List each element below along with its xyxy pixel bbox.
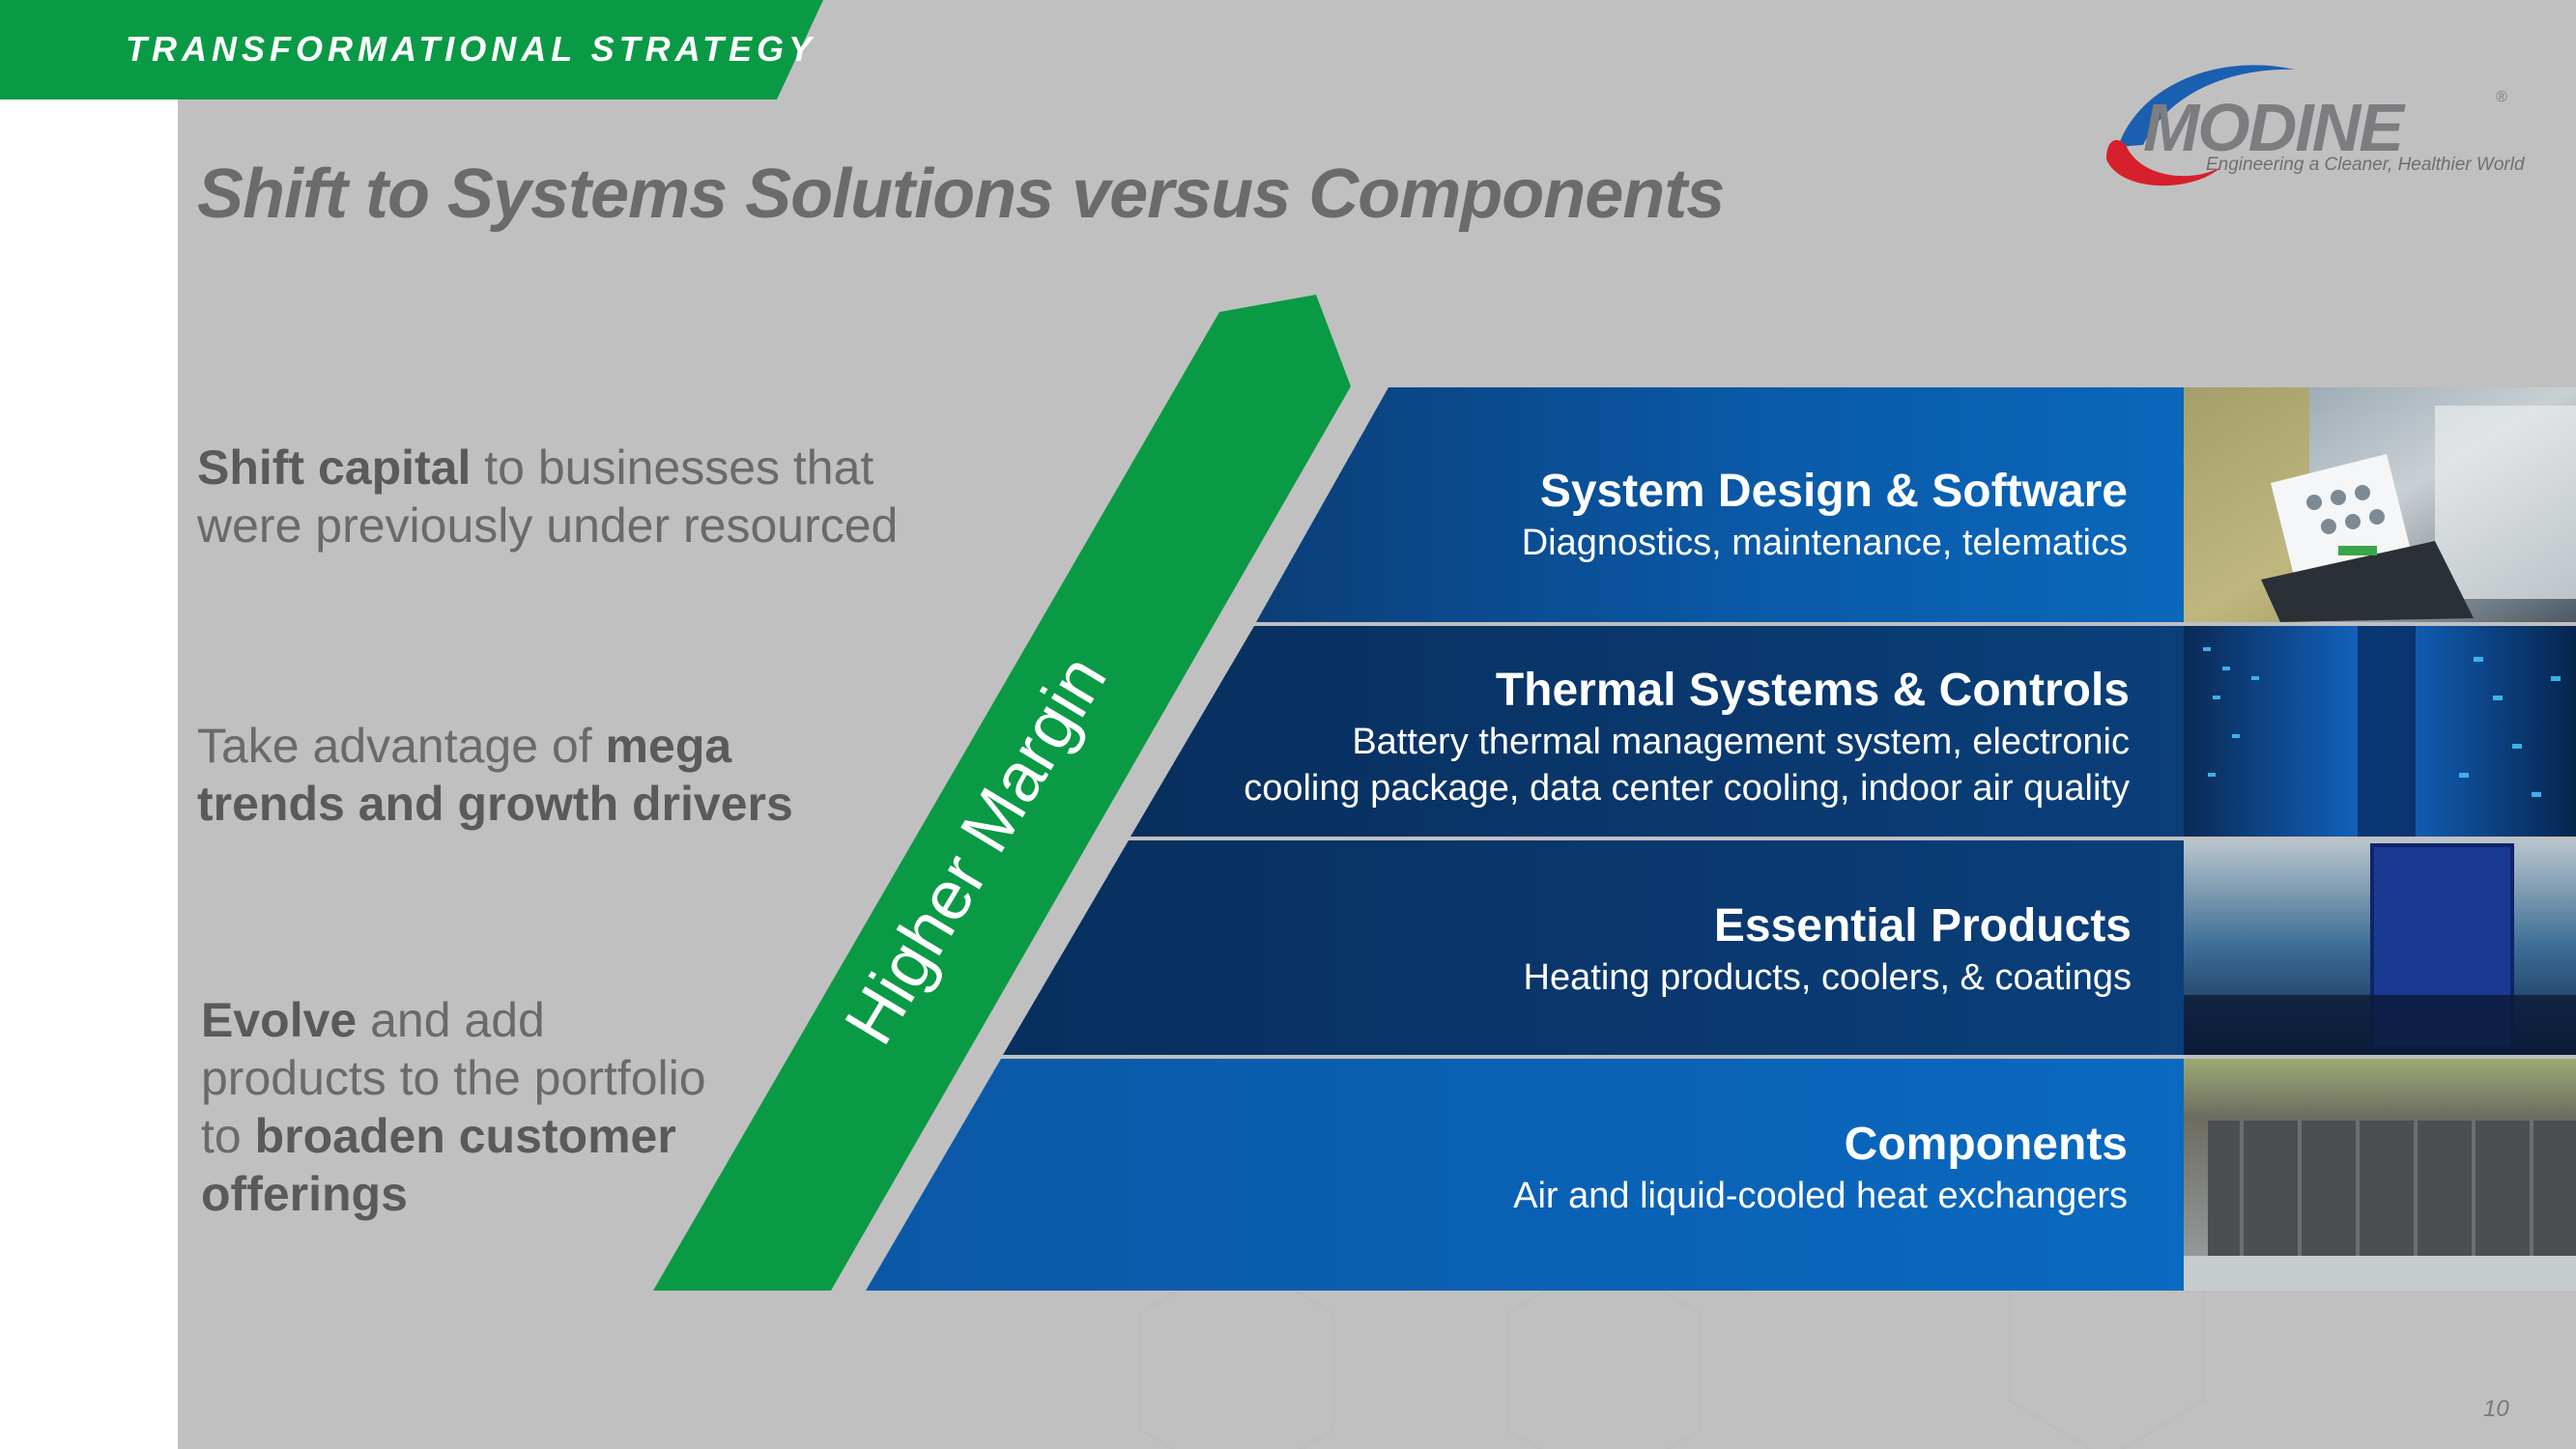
tier-band-components bbox=[866, 1059, 2184, 1291]
tier-system-design: System Design & Software Diagnostics, ma… bbox=[1522, 464, 2128, 566]
point-emphasis: broaden customer offerings bbox=[201, 1109, 676, 1221]
tier-subtitle: Air and liquid-cooled heat exchangers bbox=[1513, 1176, 2128, 1216]
tier-subtitle-line2: cooling package, data center cooling, in… bbox=[1244, 768, 2130, 809]
point-emphasis: Evolve bbox=[201, 993, 358, 1047]
section-label: TRANSFORMATIONAL STRATEGY bbox=[126, 29, 816, 69]
logo-tagline: Engineering a Cleaner, Healthier World bbox=[2206, 155, 2525, 175]
tier-title: Essential Products bbox=[1713, 900, 2132, 952]
heat-exchanger-unit-photo bbox=[2184, 1059, 2576, 1291]
strategy-point-mega-trends: Take advantage of mega trends and growth… bbox=[197, 717, 816, 833]
page-number: 10 bbox=[2483, 1396, 2509, 1422]
coating-dip-tank-photo bbox=[2184, 840, 2576, 1055]
tier-components: Components Air and liquid-cooled heat ex… bbox=[1513, 1117, 2128, 1219]
tier-thermal-systems: Thermal Systems & Controls Battery therm… bbox=[1244, 663, 2130, 811]
tier-subtitle: Heating products, coolers, & coatings bbox=[1523, 957, 2132, 998]
tier-band-system-design bbox=[1256, 387, 2184, 622]
point-emphasis: mega trends and growth drivers bbox=[197, 719, 793, 831]
higher-margin-arrow bbox=[653, 295, 1351, 1291]
tier-title: System Design & Software bbox=[1539, 466, 2128, 517]
tier-band-essential-products bbox=[1003, 840, 2184, 1055]
data-center-photo bbox=[2184, 626, 2576, 837]
tier-subtitle-line1: Battery thermal management system, elect… bbox=[1352, 722, 2130, 762]
page-title: Shift to Systems Solutions versus Compon… bbox=[197, 156, 1725, 233]
strategy-point-shift-capital: Shift capital to businesses that were pr… bbox=[197, 439, 931, 554]
strategy-point-evolve: Evolve and add products to the portfolio… bbox=[201, 991, 742, 1223]
tier-band-thermal-systems bbox=[1131, 626, 2184, 837]
tier-title: Components bbox=[1844, 1119, 2128, 1170]
point-text: and add products to the portfolio to bbox=[201, 993, 706, 1163]
tier-essential-products: Essential Products Heating products, coo… bbox=[1524, 898, 2132, 1001]
section-banner bbox=[0, 0, 823, 99]
logo-wordmark: MODINE bbox=[2143, 90, 2404, 165]
modine-logo-mark bbox=[2106, 65, 2295, 186]
tier-subtitle: Diagnostics, maintenance, telematics bbox=[1521, 523, 2128, 563]
logo-registered-mark: ® bbox=[2496, 89, 2507, 105]
point-text: to businesses that were previously under… bbox=[197, 440, 899, 553]
laptop-diagnostics-photo bbox=[2184, 387, 2576, 622]
point-emphasis: Shift capital bbox=[197, 440, 472, 495]
point-text: Take advantage of bbox=[197, 719, 606, 773]
tier-title: Thermal Systems & Controls bbox=[1495, 665, 2130, 716]
